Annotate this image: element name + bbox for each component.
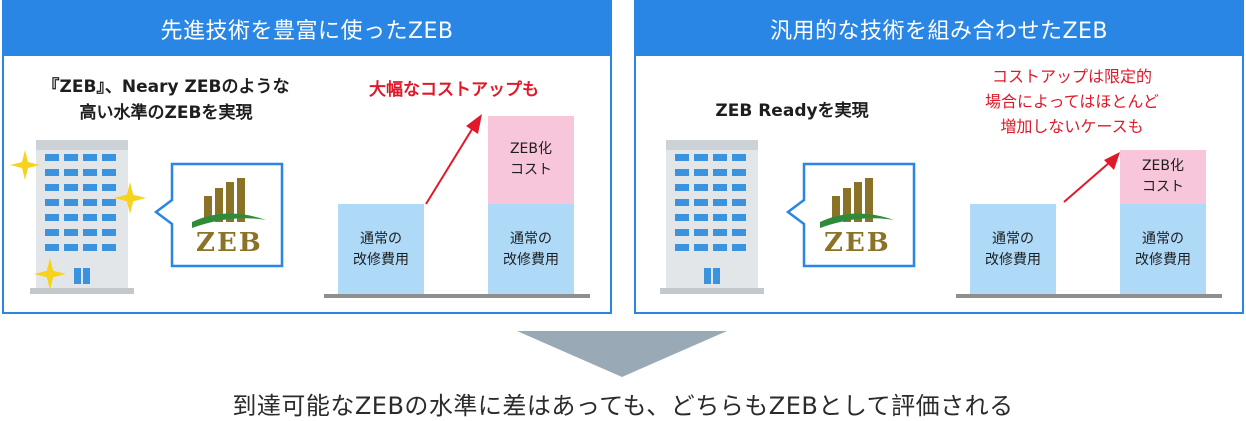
left-cost-note: 大幅なコストアップも: [369, 80, 539, 100]
red-arrow-icon: [425, 114, 482, 205]
left-caption-line2: 高い水準のZEBを実現: [79, 103, 253, 123]
bar-label-line1: 通常の: [360, 231, 402, 247]
right-baseline: [956, 294, 1222, 298]
right-cost-note: コストアップは限定的 場合によってはほとんど 増加しないケースも: [952, 64, 1192, 139]
bar-label-line1: ZEB化: [509, 141, 553, 157]
bar-label-line1: 通常の: [1142, 231, 1184, 247]
zeb-logo-icon: [192, 178, 266, 228]
bar-label-line2: 改修費用: [503, 252, 559, 268]
red-arrow-icon: [1063, 152, 1120, 203]
bar-label-line1: ZEB化: [1141, 158, 1185, 174]
right-panel-title: 汎用的な技術を組み合わせたZEB: [636, 2, 1242, 56]
bar-label-line2: 改修費用: [1135, 252, 1191, 268]
left-caption-line1: 『ZEB』、Neary ZEBのような: [42, 77, 290, 97]
bar-label-line1: 通常の: [992, 231, 1034, 247]
bar-label-line1: 通常の: [510, 231, 552, 247]
left-panel: 先進技術を豊富に使ったZEB 『ZEB』、Neary ZEBのような 高い水準の…: [2, 0, 612, 314]
zeb-logo-text: ZEB: [196, 228, 263, 258]
note-line2: 場合によってはほとんど: [985, 92, 1159, 111]
bar-label-line2: コスト: [509, 162, 552, 178]
bar-label-line2: 改修費用: [985, 252, 1041, 268]
sparkle-icon: [10, 150, 40, 180]
left-baseline: [324, 294, 590, 298]
zeb-logo-icon: [820, 178, 894, 228]
left-caption: 『ZEB』、Neary ZEBのような 高い水準のZEBを実現: [12, 74, 320, 126]
left-bar-normal-2: 通常の 改修費用: [488, 204, 574, 296]
zeb-logo-text: ZEB: [824, 228, 891, 258]
sparkle-icon: [34, 258, 66, 290]
right-panel: 汎用的な技術を組み合わせたZEB ZEB Readyを実現 コストアップは限定的…: [634, 0, 1244, 314]
conclusion-text: 到達可能なZEBの水準に差はあっても、どちらもZEBとして評価される: [232, 392, 1014, 420]
right-bar-zeb-cost: ZEB化 コスト: [1120, 150, 1206, 204]
right-bar-normal: 通常の 改修費用: [970, 204, 1056, 296]
building-icon: [660, 140, 764, 294]
sparkle-icon: [114, 182, 146, 214]
left-bar-zeb-cost: ZEB化 コスト: [488, 116, 574, 204]
right-bar-normal-2: 通常の 改修費用: [1120, 204, 1206, 296]
left-panel-title: 先進技術を豊富に使ったZEB: [4, 2, 610, 56]
down-arrow-icon: [517, 331, 727, 377]
note-line3: 増加しないケースも: [1000, 117, 1144, 136]
bar-label-line2: コスト: [1141, 179, 1184, 195]
note-line1: コストアップは限定的: [991, 67, 1152, 86]
left-bar-normal: 通常の 改修費用: [338, 204, 424, 296]
right-caption: ZEB Readyを実現: [715, 101, 869, 121]
bar-label-line2: 改修費用: [353, 252, 409, 268]
